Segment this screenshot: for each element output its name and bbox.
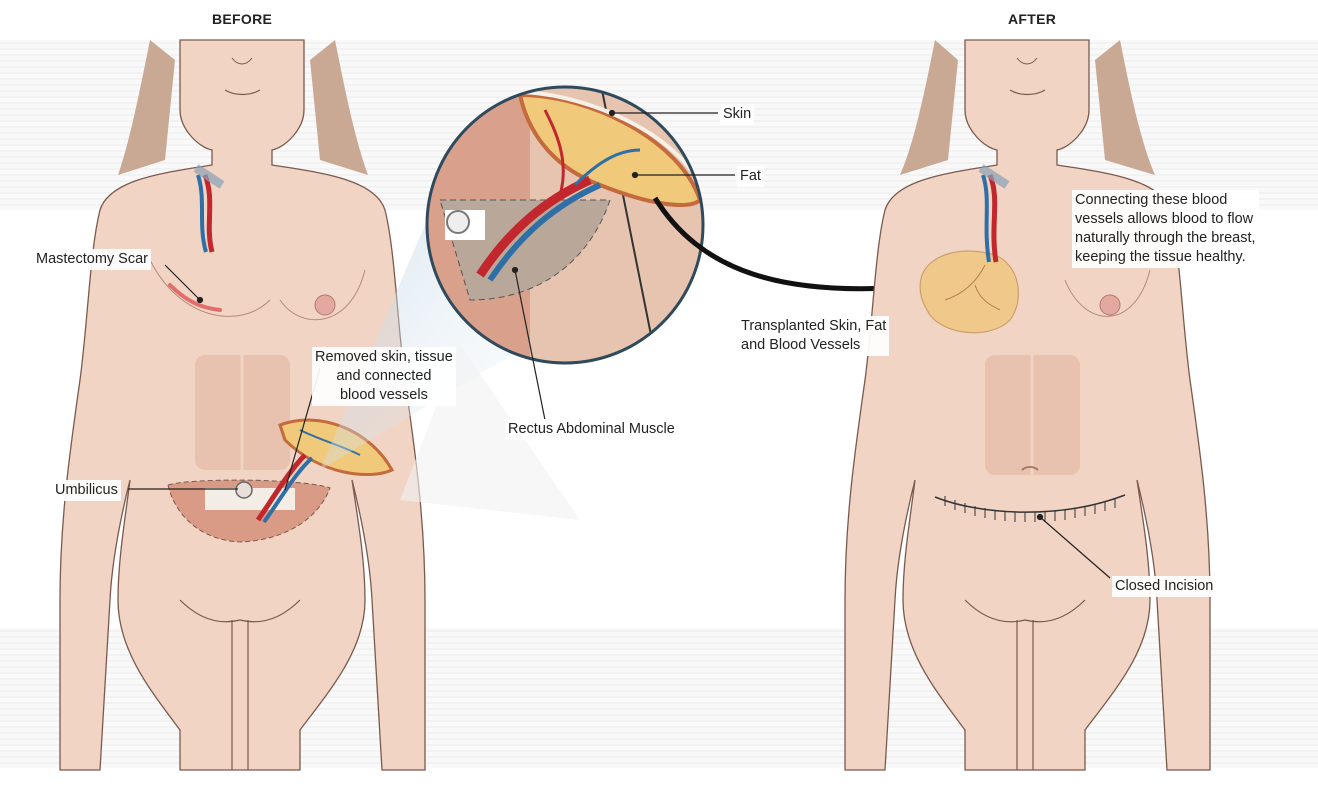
label-connecting-line-2: vessels allows blood to flow: [1075, 211, 1254, 227]
label-rectus: Rectus Abdominal Muscle: [505, 419, 678, 440]
after-hair-left: [900, 40, 958, 175]
after-nose: [1016, 57, 1038, 65]
leader-fat-dot: [631, 171, 639, 179]
clavicle-vessel: [193, 164, 225, 189]
leader-skin-dot: [608, 109, 616, 117]
flap-pedicle-artery: [255, 453, 307, 522]
magnifier: [425, 85, 705, 365]
label-fat: Fat: [737, 166, 764, 187]
label-removed: Removed skin, tissue and connected blood…: [312, 347, 456, 406]
after-neck-vein: [981, 174, 991, 263]
mag-umbilicus: [446, 210, 470, 234]
mag-branch-vein: [573, 148, 641, 187]
exposed-tissue: [205, 488, 295, 510]
after-pelvis-line: [964, 599, 1086, 623]
chest-contour-right: [279, 269, 366, 321]
magnifier-ring: [425, 85, 705, 365]
label-transplanted-line-2: and Blood Vessels: [741, 337, 861, 353]
mag-artery: [476, 175, 592, 278]
pelvis-line: [179, 599, 301, 623]
leader-scar-dot: [196, 296, 204, 304]
leader-incision: [1039, 516, 1111, 579]
mag-vein: [487, 182, 602, 282]
label-connecting-line-3: naturally through the breast,: [1075, 230, 1256, 246]
hair-left: [118, 40, 175, 175]
label-transplanted: Transplanted Skin, Fat and Blood Vessels: [738, 316, 890, 356]
mag-flap: [517, 92, 703, 207]
label-removed-line-1: Removed skin, tissue: [315, 349, 453, 365]
label-removed-line-2: and connected: [336, 368, 432, 384]
after-neck-artery: [987, 174, 999, 263]
label-connecting-line-4: keeping the tissue healthy.: [1075, 249, 1246, 265]
label-removed-line-3: blood vessels: [339, 387, 428, 403]
leader-rectus-dot: [511, 266, 519, 274]
nipple-right: [314, 294, 336, 316]
heading-after: AFTER: [1008, 11, 1057, 27]
label-closed-incision: Closed Incision: [1112, 576, 1217, 597]
after-clavicle-vessel: [978, 164, 1010, 189]
label-transplanted-line-1: Transplanted Skin, Fat: [741, 318, 887, 334]
neck-artery: [202, 174, 215, 253]
label-mastectomy-scar: Mastectomy Scar: [33, 249, 151, 270]
mag-branch-artery: [543, 109, 565, 196]
hair-right: [310, 40, 368, 175]
after-hair-right: [1095, 40, 1155, 175]
closed-incision-line: [934, 494, 1126, 513]
incision-stitches: [944, 496, 1116, 522]
leader-incision-dot: [1036, 513, 1044, 521]
umbilicus-marker: [235, 481, 253, 499]
label-skin: Skin: [720, 104, 755, 125]
label-connecting-line-1: Connecting these blood: [1075, 192, 1228, 208]
leader-scar: [164, 264, 201, 301]
leader-rectus: [514, 269, 546, 421]
after-umbilicus: [1021, 466, 1039, 471]
after-chest-contour-right: [1064, 269, 1151, 317]
nose: [231, 57, 253, 65]
mouth: [224, 89, 261, 96]
after-nipple-right: [1099, 294, 1121, 316]
label-umbilicus: Umbilicus: [52, 480, 121, 501]
reconstructed-breast: [919, 250, 1019, 334]
breast-vessels: [944, 264, 1001, 311]
flap-pedicle-vein: [262, 456, 314, 524]
heading-before: BEFORE: [212, 11, 273, 27]
mastectomy-scar: [168, 283, 222, 312]
neck-vein: [196, 174, 208, 253]
chest-contour-left: [149, 259, 271, 317]
flap-vein: [299, 429, 361, 456]
after-mouth: [1009, 89, 1046, 96]
label-connecting: Connecting these blood vessels allows bl…: [1072, 190, 1259, 268]
